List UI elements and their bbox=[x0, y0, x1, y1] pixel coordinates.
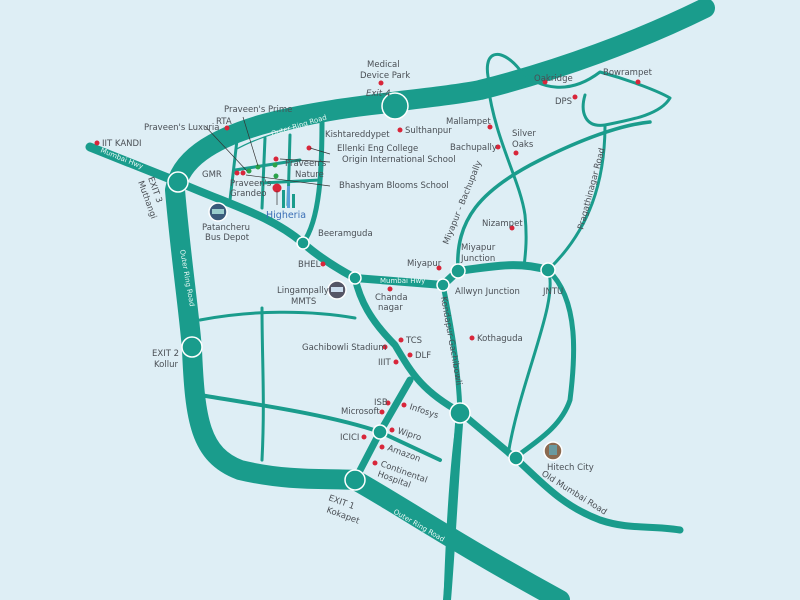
label-oakridge: Oakridge bbox=[534, 74, 573, 84]
poi-markers bbox=[94, 79, 641, 466]
junction-exit-4 bbox=[381, 92, 409, 120]
label-chandanagar: nagar bbox=[378, 303, 403, 313]
label-silver-oaks: Silver bbox=[512, 129, 536, 139]
label-dlf: DLF bbox=[415, 351, 431, 361]
junction-miyapur bbox=[450, 263, 466, 279]
road-label-pragathinagar: Pragathinagar Road bbox=[576, 147, 607, 231]
junction-allwyn bbox=[436, 278, 450, 292]
exit-2-label: EXIT 2 bbox=[152, 349, 179, 359]
label-iiit: IIIT bbox=[378, 358, 392, 368]
label-jntu: JNTU bbox=[542, 287, 563, 297]
label-mallampet: Mallampet bbox=[446, 117, 491, 127]
junctions bbox=[167, 92, 556, 491]
junction-icici bbox=[372, 424, 388, 440]
label-patancheru: Bus Depot bbox=[205, 233, 250, 243]
junction-hitech bbox=[508, 450, 524, 466]
label-grandeo: Grandeo bbox=[230, 189, 267, 199]
junction-gachibowli bbox=[449, 402, 471, 424]
label-medical: Medical bbox=[367, 60, 400, 70]
higheria-logo: Higheria bbox=[266, 186, 306, 221]
label-microsoft: Microsoft bbox=[341, 407, 380, 417]
road-label-mumbai-hwy: Mumbai Hwy bbox=[380, 277, 425, 285]
label-dps: DPS bbox=[555, 97, 572, 107]
project-name: Higheria bbox=[266, 210, 306, 221]
label-isb: ISB bbox=[374, 398, 388, 408]
exit-2-place: Kollur bbox=[154, 360, 178, 370]
label-bachupally: Bachupally bbox=[450, 143, 497, 153]
junction-jntu bbox=[540, 262, 556, 278]
label-miyapur-junction: Miyapur bbox=[461, 243, 496, 253]
label-lingampally: Lingampally bbox=[277, 286, 329, 296]
junction-chandanagar bbox=[348, 271, 362, 285]
label-allwyn-junction: Allwyn Junction bbox=[455, 287, 520, 297]
label-medical: Device Park bbox=[360, 71, 410, 81]
train-station-icon bbox=[327, 280, 347, 300]
label-miyapur: Miyapur bbox=[407, 259, 442, 269]
label-infosys: Infosys bbox=[408, 402, 440, 421]
junction-exit-3 bbox=[167, 171, 189, 193]
label-origin: Origin International School bbox=[342, 155, 456, 165]
bus-depot-icon bbox=[208, 202, 228, 222]
project-marker bbox=[272, 183, 282, 193]
label-amazon: Amazon bbox=[386, 443, 422, 464]
label-ellenki: Ellenki Eng College bbox=[337, 144, 418, 154]
label-praveens-prime: Praveen's Prime bbox=[224, 105, 292, 115]
label-hitech-city: Hitech City bbox=[547, 463, 594, 473]
label-nature: Nature bbox=[295, 170, 324, 180]
label-bhel: BHEL bbox=[298, 260, 321, 270]
exit-4-label: Exit-4 bbox=[366, 89, 391, 99]
label-grandeo: Praveen's bbox=[230, 179, 272, 189]
label-praveens-luxuria: Praveen's Luxuria bbox=[144, 123, 219, 133]
label-rta: RTA bbox=[216, 117, 232, 127]
label-bhashyam: Bhashyam Blooms School bbox=[339, 181, 449, 191]
label-patancheru: Patancheru bbox=[202, 223, 250, 233]
label-icici: ICICI bbox=[340, 433, 359, 443]
junction-exit-2 bbox=[181, 336, 203, 358]
hitech-city-icon bbox=[543, 441, 563, 461]
label-sulthanpur: Sulthanpur bbox=[405, 126, 452, 136]
label-bowrampet: Bowrampet bbox=[603, 68, 653, 78]
road-label-mumbai-hwy: Mumbai Hwy bbox=[99, 146, 144, 170]
label-silver-oaks: Oaks bbox=[512, 140, 534, 150]
label-gmr: GMR bbox=[202, 170, 222, 180]
label-iit-kandi: IIT KANDI bbox=[102, 139, 142, 149]
label-miyapur-junction: Junction bbox=[460, 254, 495, 264]
road-label-kondapur-gachibowli: Kondapur-Gachibowli bbox=[438, 296, 463, 386]
junction-beeramguda bbox=[296, 236, 310, 250]
junction-exit-1 bbox=[344, 469, 366, 491]
label-nizampet: Nizampet bbox=[482, 219, 523, 229]
label-tcs: TCS bbox=[405, 336, 422, 346]
label-gachibowli-stadium: Gachibowli Stadium bbox=[302, 343, 387, 353]
pointer-arrows bbox=[204, 116, 331, 205]
label-kothaguda: Kothaguda bbox=[477, 334, 523, 344]
label-beeramguda: Beeramguda bbox=[318, 229, 373, 239]
label-lingampally: MMTS bbox=[291, 297, 316, 307]
label-kishtareddypet: Kishtareddypet bbox=[325, 130, 390, 140]
label-chandanagar: Chanda bbox=[375, 293, 408, 303]
label-nature: Praveen's bbox=[285, 159, 327, 169]
